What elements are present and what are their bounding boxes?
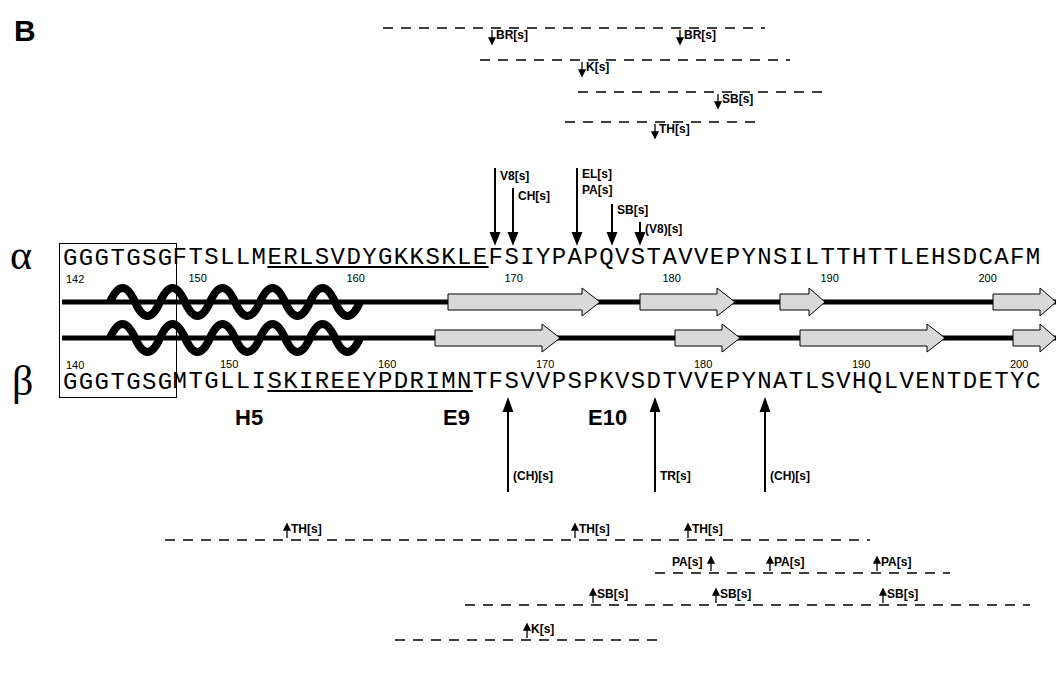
cleavage-site: TH[s] <box>692 523 723 536</box>
residue-number: 180 <box>694 358 712 370</box>
sequence-segment: FTSLLM <box>173 246 268 270</box>
cleavage-site: K[s] <box>586 61 609 74</box>
subunit-symbol: β <box>12 360 33 402</box>
cleavage-site: PA[s] <box>774 556 804 569</box>
cleavage-site: K[s] <box>531 623 554 636</box>
sequence-segment: GGGTGSG <box>63 247 174 271</box>
cleavage-site: V8[s] <box>500 170 529 183</box>
cleavage-site: BR[s] <box>496 29 528 42</box>
residue-number: 200 <box>978 272 996 284</box>
cleavage-site: PA[s] <box>881 556 911 569</box>
peptide-dashes <box>165 28 1030 640</box>
residue-number: 160 <box>346 272 364 284</box>
residue-number: 170 <box>536 358 554 370</box>
subunit-symbol: α <box>10 234 32 276</box>
panel-letter: B <box>14 14 36 47</box>
cleavage-site: TH[s] <box>579 523 610 536</box>
residue-number: 190 <box>820 272 838 284</box>
cleavage-site: (CH)[s] <box>513 470 553 483</box>
cleavage-site: TR[s] <box>660 470 691 483</box>
residue-number: 160 <box>378 358 396 370</box>
residue-number: 142 <box>66 273 84 285</box>
residue-number: 150 <box>220 358 238 370</box>
cleavage-site: SB[s] <box>617 204 648 217</box>
residue-number: 170 <box>504 272 522 284</box>
cleavage-site: EL[s] <box>582 168 612 181</box>
cleavage-site: SB[s] <box>720 588 751 601</box>
alpha-ribbon <box>62 288 1056 316</box>
structure-label: H5 <box>235 406 263 430</box>
residue-number: 190 <box>852 358 870 370</box>
beta-ribbon <box>62 324 1056 352</box>
structure-label: E9 <box>443 406 470 430</box>
cleavage-site: BR[s] <box>684 29 716 42</box>
cleavage-site: SB[s] <box>722 93 753 106</box>
residue-number: 200 <box>1010 358 1028 370</box>
sequence-segment: GGGTGSG <box>63 371 174 395</box>
short-arrows <box>284 30 886 638</box>
conserved-box: GGGTGSG142140GGGTGSG <box>59 243 177 398</box>
cleavage-site: CH[s] <box>518 190 550 203</box>
sequence-segment: FSIYPAPQVSTAVVEPYNSILTTHTTLEHSDCAFM <box>489 246 1042 270</box>
cleavage-site: SB[s] <box>887 588 918 601</box>
cleavage-site: SB[s] <box>597 588 628 601</box>
residue-number: 180 <box>662 272 680 284</box>
cleavage-site: (V8)[s] <box>645 223 682 236</box>
cleavage-site: TH[s] <box>659 123 690 136</box>
cleavage-site: PA[s] <box>582 184 612 197</box>
residue-number: 150 <box>188 272 206 284</box>
residue-number: 140 <box>66 359 84 371</box>
sequence-segment: ERLSVDYGKKSKLE <box>267 246 488 270</box>
sequence-segment: MTGLLI <box>173 370 268 394</box>
cleavage-site: (CH)[s] <box>770 470 810 483</box>
cleavage-site: TH[s] <box>291 523 322 536</box>
structure-label: E10 <box>588 406 627 430</box>
cleavage-site: PA[s] <box>672 556 702 569</box>
sequence-segment: TFSVVPSPKVSDTVVEPYNATLSVHQLVENTDETYC <box>473 370 1042 394</box>
sequence-segment: SKIREEYPDRIMN <box>267 370 472 394</box>
